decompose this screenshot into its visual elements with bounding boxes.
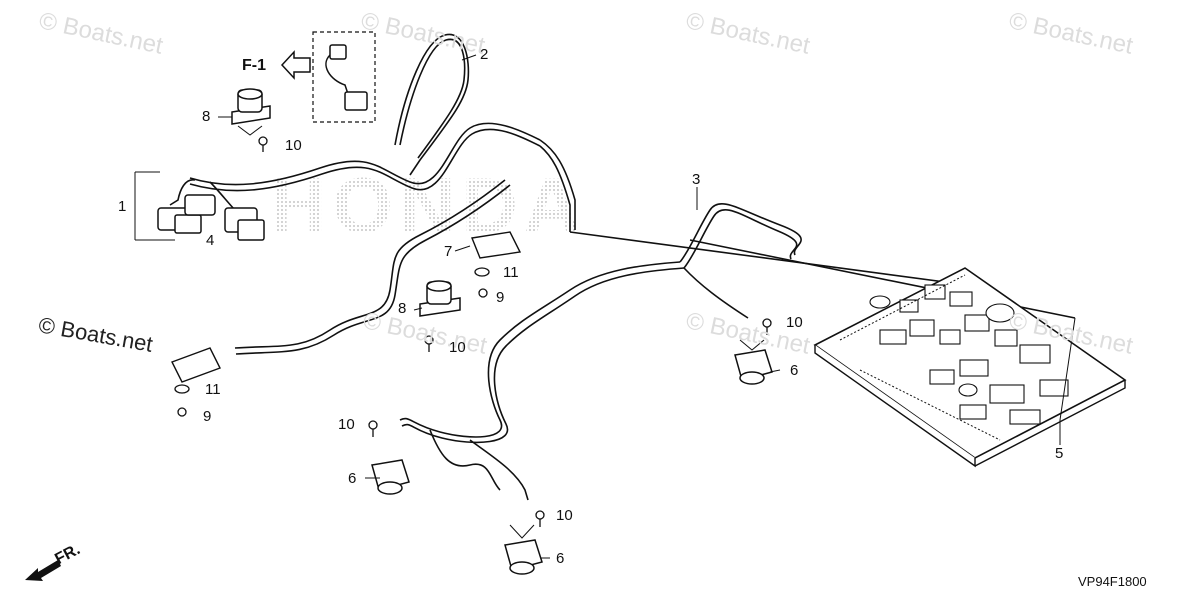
relay-upper <box>231 88 271 125</box>
mount-brackets <box>371 349 773 575</box>
callout-1: 1 <box>118 198 127 215</box>
ecu-board <box>813 267 1127 468</box>
callout-8: 8 <box>398 300 407 317</box>
callout-10: 10 <box>285 137 302 154</box>
callout-7: 7 <box>444 243 453 260</box>
leader-lines <box>134 54 1076 559</box>
callout-10: 10 <box>786 314 803 331</box>
callout-6: 6 <box>348 470 357 487</box>
callout-10: 10 <box>449 339 466 356</box>
callout-10: 10 <box>556 507 573 524</box>
honda-logo-watermark: HONDA <box>270 161 586 249</box>
fasteners <box>174 136 772 527</box>
callout-11: 11 <box>503 264 519 281</box>
reference-arrow <box>280 50 311 80</box>
wire-harness <box>169 33 1076 501</box>
callout-4: 4 <box>206 232 215 249</box>
callout-9: 9 <box>496 289 505 306</box>
front-direction-arrow <box>25 560 61 581</box>
callout-6: 6 <box>556 550 565 567</box>
connector-group <box>157 194 265 241</box>
reference-label: F-1 <box>242 57 266 74</box>
plates <box>171 231 522 383</box>
callout-3: 3 <box>692 171 701 188</box>
callout-10: 10 <box>338 416 355 433</box>
callout-9: 9 <box>203 408 212 425</box>
callout-2: 2 <box>480 46 489 63</box>
detail-box <box>312 31 376 123</box>
relay-middle <box>419 280 461 317</box>
logo-text: HONDA <box>270 161 586 249</box>
diagram-code: VP94F1800 <box>1078 574 1147 589</box>
callout-6: 6 <box>790 362 799 379</box>
callout-11: 11 <box>205 381 221 398</box>
callout-8: 8 <box>202 108 211 125</box>
callout-5: 5 <box>1055 445 1064 462</box>
